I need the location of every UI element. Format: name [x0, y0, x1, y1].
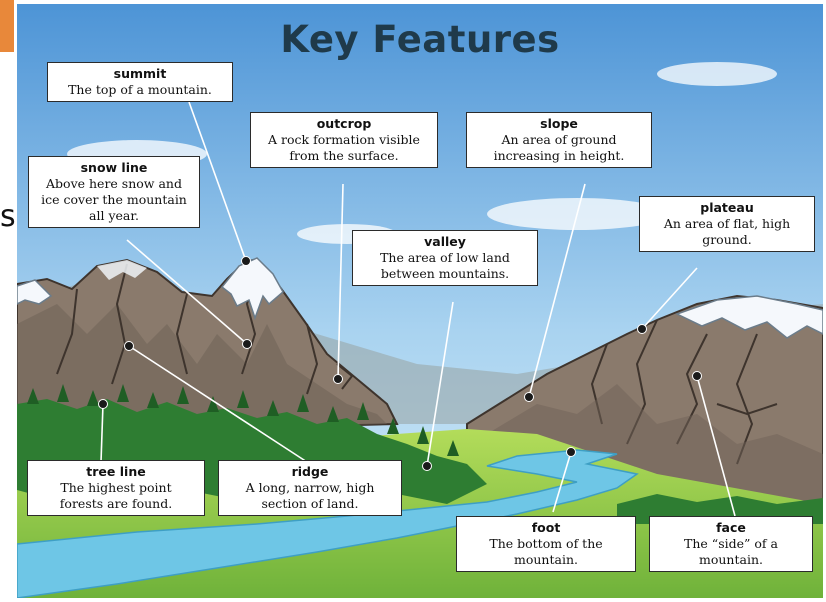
summit-snow: [220, 257, 284, 321]
label-desc: from the surface.: [289, 148, 399, 163]
label-title: foot: [531, 520, 561, 535]
label-title: face: [716, 520, 746, 535]
label-summit: summit The top of a mountain.: [47, 62, 233, 102]
label-ridge: ridge A long, narrow, high section of la…: [218, 460, 402, 516]
label-plateau: plateau An area of flat, high ground.: [639, 196, 815, 252]
label-desc: increasing in height.: [493, 148, 625, 163]
label-valley: valley The area of low land between moun…: [352, 230, 538, 286]
label-title: tree line: [86, 464, 146, 479]
label-snow-line: snow line Above here snow and ice cover …: [28, 156, 200, 228]
right-snow: [675, 295, 823, 339]
river: [17, 449, 639, 598]
label-title: snow line: [80, 160, 148, 175]
connector-dots: [98, 256, 702, 471]
label-desc: An area of flat, high: [663, 216, 791, 231]
label-desc: ground.: [702, 232, 752, 247]
tree-tops: [27, 384, 459, 456]
label-desc: forests are found.: [59, 496, 173, 511]
label-slope: slope An area of ground increasing in he…: [466, 112, 652, 168]
label-desc: ice cover the mountain: [41, 192, 187, 207]
left-snow: [17, 279, 53, 305]
label-desc: all year.: [89, 208, 139, 223]
label-tree-line: tree line The highest point forests are …: [27, 460, 205, 516]
label-outcrop: outcrop A rock formation visible from th…: [250, 112, 438, 168]
label-title: summit: [113, 66, 167, 81]
mountain-diagram: Key Features summit The top of a mountai…: [17, 4, 823, 598]
label-desc: A rock formation visible: [268, 132, 420, 147]
label-desc: A long, narrow, high: [245, 480, 375, 495]
label-desc: The top of a mountain.: [68, 82, 212, 97]
label-desc: mountain.: [699, 552, 763, 567]
left-rock-shading: [17, 304, 387, 432]
connector-lines: [100, 101, 736, 517]
mountain-scene: [17, 4, 823, 598]
label-desc: The “side” of a: [684, 536, 778, 551]
edge-glyph: s: [0, 199, 16, 234]
orange-tab: [0, 0, 14, 52]
label-desc: The area of low land: [380, 250, 510, 265]
label-desc: The bottom of the: [489, 536, 603, 551]
label-desc: Above here snow and: [46, 176, 182, 191]
label-desc: section of land.: [261, 496, 359, 511]
label-title: ridge: [291, 464, 329, 479]
label-desc: The highest point: [60, 480, 172, 495]
label-desc: An area of ground: [501, 132, 617, 147]
label-title: plateau: [700, 200, 754, 215]
label-desc: between mountains.: [380, 266, 510, 281]
label-face: face The “side” of a mountain.: [649, 516, 813, 572]
label-desc: mountain.: [514, 552, 578, 567]
label-foot: foot The bottom of the mountain.: [456, 516, 636, 572]
left-peak-snow: [97, 260, 147, 280]
page-title: Key Features: [280, 18, 560, 61]
label-title: valley: [424, 234, 466, 249]
label-title: slope: [540, 116, 578, 131]
label-title: outcrop: [316, 116, 372, 131]
